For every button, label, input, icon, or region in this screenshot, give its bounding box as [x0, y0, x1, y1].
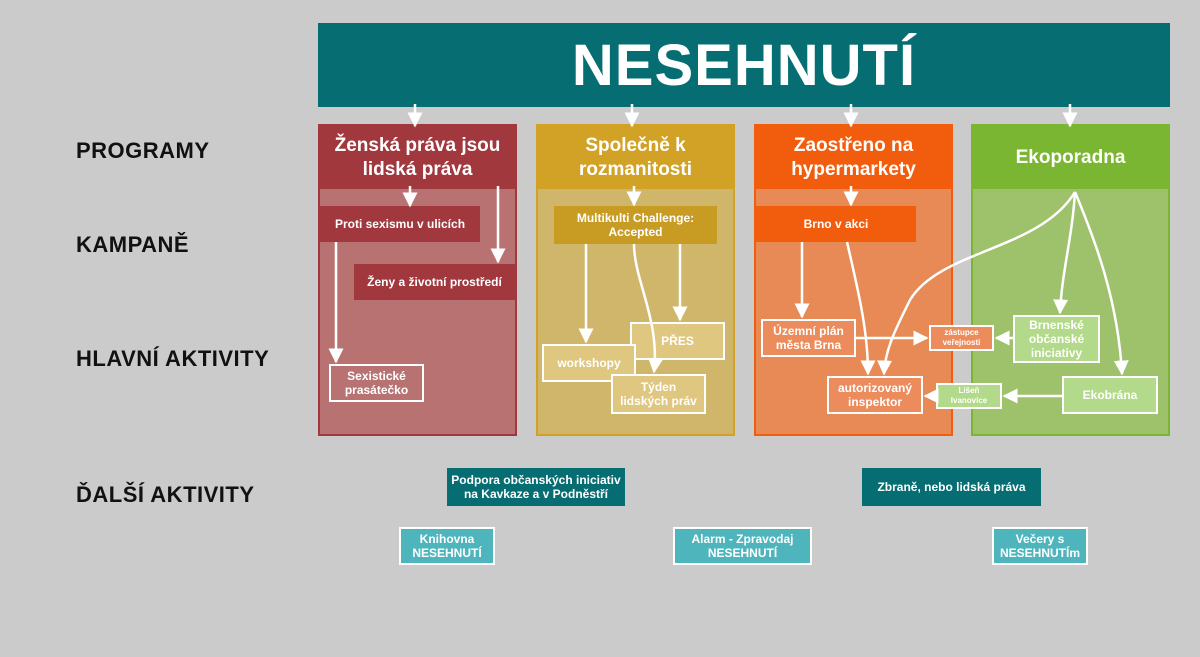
- other-zbrane-nebo-lidska-prava: Zbraně, nebo lidská práva: [862, 468, 1041, 506]
- activity-pres: PŘES: [630, 322, 725, 360]
- activity-sexisticke-prasatecko: Sexistické prasátečko: [329, 364, 424, 402]
- activity-ekobrana: Ekobrána: [1062, 376, 1158, 414]
- row-label-main-activities: HLAVNÍ AKTIVITY: [76, 346, 270, 371]
- campaign-multikulti-challenge: Multikulti Challenge: Accepted: [554, 206, 717, 244]
- campaign-zeny-zivotni-prostredi: Ženy a životní prostředí: [354, 264, 515, 300]
- row-label-campaigns: KAMPANĚ: [76, 232, 190, 257]
- nesehnuti-banner: NESEHNUTÍ: [318, 23, 1170, 107]
- program-title-4: Ekoporadna: [973, 126, 1168, 189]
- row-label-other-activities: ĎALŠÍ AKTIVITY: [76, 482, 255, 507]
- campaign-proti-sexismu: Proti sexismu v ulicích: [320, 206, 480, 242]
- program-title-3: Zaostřeno na hypermarkety: [756, 126, 951, 189]
- campaign-brno-v-akci: Brno v akci: [756, 206, 916, 242]
- activity-uzemni-plan: Územní plán města Brna: [761, 319, 856, 357]
- activity-autorizovany-inspektor: autorizovaný inspektor: [827, 376, 923, 414]
- activity-zastupce-verejnosti: zástupce veřejnosti: [929, 325, 994, 351]
- other-alarm-zpravodaj: Alarm - Zpravodaj NESEHNUTÍ: [673, 527, 812, 565]
- program-title-2: Společně k rozmanitosti: [538, 126, 733, 189]
- program-title-1: Ženská práva jsou lidská práva: [320, 126, 515, 189]
- activity-lisen-ivanovice: Líšeň Ivanovice: [936, 383, 1002, 409]
- other-knihovna-nesehnuti: Knihovna NESEHNUTÍ: [399, 527, 495, 565]
- activity-brnenske-obcanske-iniciativy: Brnenské občanské iniciativy: [1013, 315, 1100, 363]
- other-podpora-obcanskych-iniciativ: Podpora občanských iniciativ na Kavkaze …: [447, 468, 625, 506]
- row-label-programs: PROGRAMY: [76, 138, 210, 163]
- other-vecery-s-nesehnutim: Večery s NESEHNUTÍm: [992, 527, 1088, 565]
- activity-tyden-lidskych-prav: Týden lidských práv: [611, 374, 706, 414]
